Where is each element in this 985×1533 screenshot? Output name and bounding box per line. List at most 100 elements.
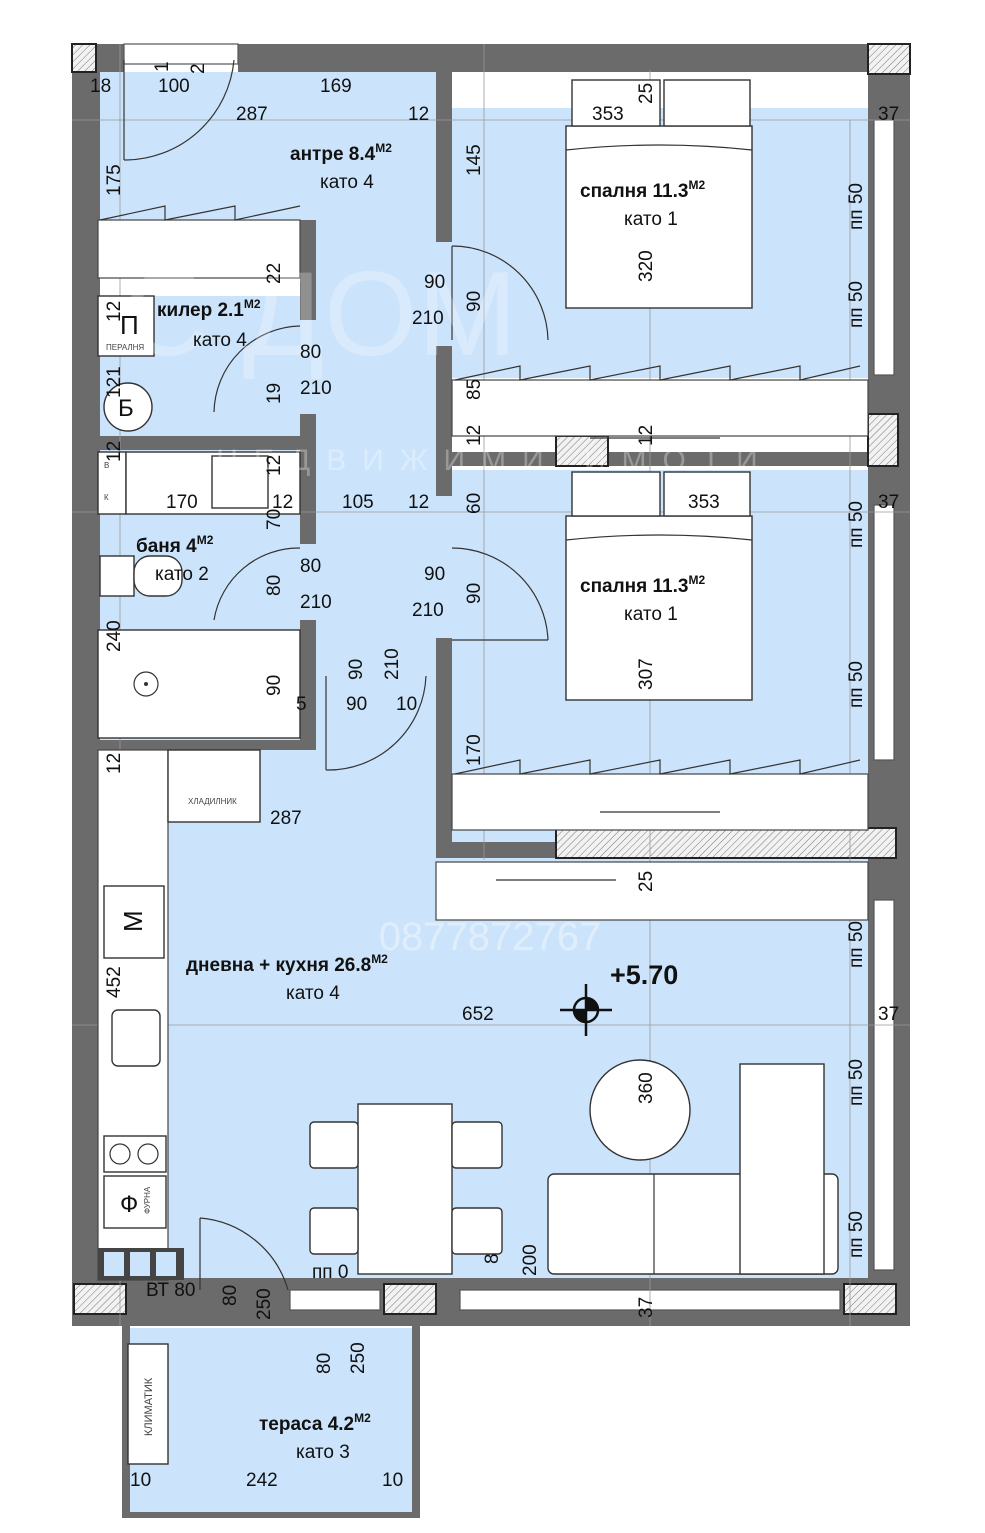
- room-living-finish: като 4: [286, 983, 340, 1004]
- dim: 242: [246, 1470, 278, 1491]
- dim: 25: [636, 83, 657, 104]
- room-bathroom-finish: като 2: [155, 564, 209, 585]
- dim: 10: [382, 1470, 403, 1491]
- dim: 90: [346, 694, 367, 715]
- terrace-outline: [122, 1326, 420, 1518]
- room-bedroom1-finish: като 1: [624, 209, 678, 230]
- oven-small-label: ФУРНА: [143, 1186, 152, 1214]
- dim: 80: [300, 556, 321, 577]
- dim: 320: [636, 250, 657, 282]
- room-bedroom2-name: спалня 11.3M2: [580, 573, 705, 597]
- dim: пп 50: [846, 921, 867, 968]
- room-terrace-finish: като 3: [296, 1442, 350, 1463]
- dim: 37: [878, 492, 899, 513]
- dim: 210: [300, 592, 332, 613]
- room-terrace-name: тераса 4.2M2: [259, 1411, 371, 1435]
- microwave-label: М: [118, 910, 148, 932]
- dim: 80: [300, 342, 321, 363]
- dim: 10: [396, 694, 417, 715]
- pp0-label: пп 0: [312, 1262, 348, 1283]
- room-bedroom1-name: спалня 11.3M2: [580, 178, 705, 202]
- oven-label: Ф: [120, 1191, 138, 1218]
- dim: 10: [130, 1470, 151, 1491]
- boiler-label: Б: [118, 395, 134, 422]
- watermark-logo: С ДОМ: [123, 247, 518, 381]
- dim: 80: [314, 1353, 335, 1374]
- dim: 5: [296, 694, 307, 715]
- dim: 210: [382, 648, 403, 680]
- dim: 19: [264, 383, 285, 404]
- dim: 90: [264, 675, 285, 696]
- dim: 60: [464, 493, 485, 514]
- dim: 105: [342, 492, 374, 513]
- dim: 85: [464, 379, 485, 400]
- dim: пп 50: [846, 1059, 867, 1106]
- floor-terrace: [125, 1328, 415, 1514]
- dim: 250: [348, 1342, 369, 1374]
- ac-label: КЛИМАТИК: [143, 1377, 155, 1436]
- dim: 90: [464, 291, 485, 312]
- dim: 169: [320, 76, 352, 97]
- doors: [123, 59, 549, 1291]
- room-living-name: дневна + кухня 26.8M2: [186, 952, 388, 976]
- wardrobes: [97, 205, 869, 921]
- washer-symbol: П: [120, 310, 139, 340]
- room-closet-finish: като 4: [193, 330, 247, 351]
- dim: 145: [464, 144, 485, 176]
- dim: 37: [878, 1004, 899, 1025]
- dim: 90: [464, 583, 485, 604]
- dim: 80: [264, 575, 285, 596]
- dim: 210: [412, 308, 444, 329]
- floor-entrance: [98, 72, 436, 220]
- dim: 12: [104, 441, 125, 462]
- room-bathroom-name: баня 4M2: [136, 533, 214, 557]
- room-entrance-name: антре 8.4M2: [290, 141, 392, 165]
- dim: 70: [264, 509, 285, 530]
- dim: 210: [412, 600, 444, 621]
- watermark-phone: 0877872767: [379, 915, 601, 959]
- dim: 307: [636, 658, 657, 690]
- dim: 170: [464, 734, 485, 766]
- room-bedroom2-finish: като 1: [624, 604, 678, 625]
- fridge-label: ХЛАДИЛНИК: [188, 797, 237, 806]
- dim: 12: [272, 492, 293, 513]
- dim: 37: [878, 104, 899, 125]
- dim: 100: [158, 76, 190, 97]
- dim: 121: [104, 366, 125, 398]
- dim: 12: [104, 753, 125, 774]
- level-marker: [560, 984, 612, 1036]
- dim: 353: [688, 492, 720, 513]
- dim: пп 50: [846, 281, 867, 328]
- dim: 22: [264, 263, 285, 284]
- washer-label: ПЕРАЛНЯ: [106, 343, 144, 352]
- dim: 18: [90, 76, 111, 97]
- dim: 210: [300, 378, 332, 399]
- living-furniture: [127, 1059, 839, 1465]
- dim: 90: [424, 272, 445, 293]
- dim: 287: [236, 104, 268, 125]
- dimensions-vertical: 1 2 25 175 145 пп 50 320 22 90 12 пп 50 …: [104, 61, 867, 1374]
- dim: 90: [346, 659, 367, 680]
- fixtures: [97, 295, 301, 739]
- dim: 37: [636, 1297, 657, 1318]
- balcony-door-label: ВТ 80: [146, 1280, 195, 1301]
- dim: 360: [636, 1072, 657, 1104]
- room-closet-name: килер 2.1M2: [157, 297, 261, 321]
- dim: 12: [104, 301, 125, 322]
- dim: пп 50: [846, 661, 867, 708]
- dim: 12: [636, 425, 657, 446]
- beds: [565, 79, 753, 701]
- dim: 12: [408, 104, 429, 125]
- dim: 200: [520, 1244, 541, 1276]
- level-value: +5.70: [610, 960, 678, 990]
- dim: 90: [424, 564, 445, 585]
- watermark-tagline: НЕДВИЖИМИ ИМОТИ: [216, 444, 774, 477]
- dim: 170: [166, 492, 198, 513]
- meter-k-label: К: [104, 493, 109, 502]
- dim: 12: [464, 425, 485, 446]
- dim: 80: [220, 1285, 241, 1306]
- room-entrance-finish: като 4: [320, 172, 374, 193]
- dim: 8: [482, 1253, 503, 1264]
- dimensions: 18 100 169 287 12 353 37 90 210 80 210 1…: [90, 76, 899, 1491]
